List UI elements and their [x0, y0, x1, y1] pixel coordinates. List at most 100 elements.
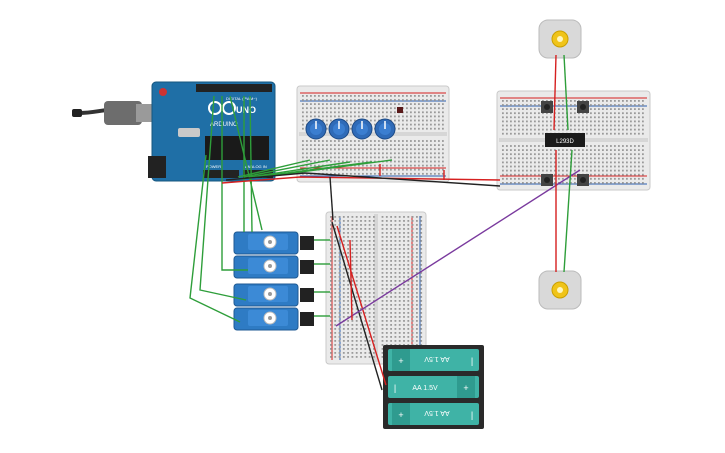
- dc-motor-top[interactable]: [538, 19, 582, 59]
- pushbutton-3[interactable]: [541, 174, 553, 186]
- breadboard-hole: [602, 116, 604, 119]
- breadboard-hole: [378, 140, 380, 142]
- breadboard-hole: [351, 284, 354, 286]
- breadboard-hole: [385, 304, 388, 306]
- breadboard-hole: [346, 156, 348, 159]
- breadboard-hole: [354, 172, 356, 175]
- breadboard-hole: [411, 328, 414, 330]
- resistor-icon: [397, 107, 403, 113]
- wire-green-servo-2: [221, 96, 248, 271]
- potentiometer-4[interactable]: [374, 118, 396, 140]
- breadboard-hole: [442, 111, 444, 114]
- servo-3[interactable]: [233, 283, 314, 307]
- breadboard-hole: [310, 160, 312, 163]
- servo-1[interactable]: [233, 231, 314, 255]
- breadboard-hole: [334, 164, 336, 167]
- breadboard-hole: [390, 236, 392, 238]
- breadboard-hole: [411, 344, 414, 346]
- breadboard-hole: [546, 169, 548, 172]
- breadboard-hole: [626, 169, 628, 172]
- breadboard-hole: [326, 99, 328, 101]
- breadboard-hole: [402, 140, 404, 142]
- breadboard-hole: [534, 112, 536, 115]
- breadboard-hole: [373, 316, 375, 318]
- breadboard-hole: [378, 107, 380, 110]
- breadboard-hole: [386, 99, 388, 101]
- servo-2[interactable]: [233, 255, 314, 279]
- breadboard-hole: [360, 244, 362, 246]
- breadboard-hole: [354, 99, 356, 101]
- breadboard-hole: [368, 264, 371, 266]
- breadboard-hole: [418, 164, 420, 167]
- breadboard-hole: [355, 340, 358, 342]
- breadboard-hole: [334, 252, 337, 254]
- breadboard-hole: [562, 100, 564, 102]
- breadboard-hole: [398, 260, 401, 262]
- breadboard-hole: [634, 132, 636, 135]
- breadboard-hole: [386, 156, 388, 159]
- breadboard-hole: [402, 95, 404, 97]
- breadboard-hole: [322, 95, 324, 97]
- breadboard-hole: [514, 177, 516, 180]
- dc-motor-bottom[interactable]: [538, 270, 582, 310]
- servo-4[interactable]: [233, 307, 314, 331]
- breadboard-hole: [390, 140, 392, 142]
- breadboard-hole: [610, 153, 612, 156]
- breadboard-hole: [394, 308, 397, 310]
- potentiometer-1[interactable]: [305, 118, 327, 140]
- breadboard-hole: [426, 119, 428, 122]
- breadboard-hole: [598, 149, 600, 151]
- reset-button-icon[interactable]: [159, 88, 167, 96]
- breadboard-hole: [354, 107, 356, 110]
- breadboard-hole: [398, 256, 401, 258]
- breadboard-hole: [330, 304, 332, 306]
- breadboard-hole: [373, 248, 375, 250]
- breadboard-hole: [381, 344, 384, 346]
- potentiometer-2[interactable]: [328, 118, 350, 140]
- breadboard-hole: [622, 173, 624, 176]
- l293d-driver-chip[interactable]: L293D: [545, 133, 585, 147]
- breadboard-hole: [364, 352, 367, 354]
- breadboard-hole: [330, 107, 332, 110]
- breadboard-hole: [385, 288, 388, 290]
- battery-pack[interactable]: + AA 1.5V | | AA 1.5V + + AA 1.5V |: [383, 345, 484, 429]
- breadboard-hole: [398, 276, 401, 278]
- breadboard-hole: [381, 268, 384, 270]
- breadboard-hole: [364, 324, 367, 326]
- pushbutton-1[interactable]: [541, 101, 553, 113]
- breadboard-hole: [326, 140, 328, 142]
- breadboard-hole: [402, 148, 404, 151]
- breadboard-hole: [342, 216, 345, 218]
- breadboard-hole: [416, 288, 418, 290]
- breadboard-hole: [355, 256, 358, 258]
- breadboard-hole: [302, 140, 304, 142]
- breadboard-hole: [360, 344, 362, 346]
- breadboard-hole: [594, 165, 596, 168]
- breadboard-hole: [390, 344, 392, 346]
- breadboard-hole: [398, 344, 401, 346]
- breadboard-hole: [510, 128, 512, 131]
- breadboard-hole: [626, 100, 628, 102]
- breadboard-hole: [502, 169, 504, 172]
- breadboard-hole: [390, 312, 392, 314]
- breadboard-hole: [368, 256, 371, 258]
- breadboard-hole: [347, 244, 349, 246]
- breadboard-hole: [358, 144, 360, 146]
- breadboard-hole: [610, 145, 612, 147]
- breadboard-hole: [414, 140, 416, 142]
- breadboard-hole: [558, 128, 560, 131]
- breadboard-hole: [630, 124, 632, 127]
- breadboard-hole: [526, 116, 528, 119]
- breadboard-hole: [403, 276, 405, 278]
- breadboard-hole: [403, 324, 405, 326]
- breadboard-hole: [626, 128, 628, 131]
- breadboard-hole: [420, 276, 423, 278]
- breadboard-vertical[interactable]: [325, 211, 427, 365]
- potentiometer-3[interactable]: [351, 118, 373, 140]
- pushbutton-2[interactable]: [577, 101, 589, 113]
- breadboard-hole: [347, 224, 349, 226]
- pushbutton-4[interactable]: [577, 174, 589, 186]
- breadboard-hole: [310, 148, 312, 151]
- breadboard-hole: [534, 108, 536, 110]
- breadboard-hole: [420, 224, 423, 226]
